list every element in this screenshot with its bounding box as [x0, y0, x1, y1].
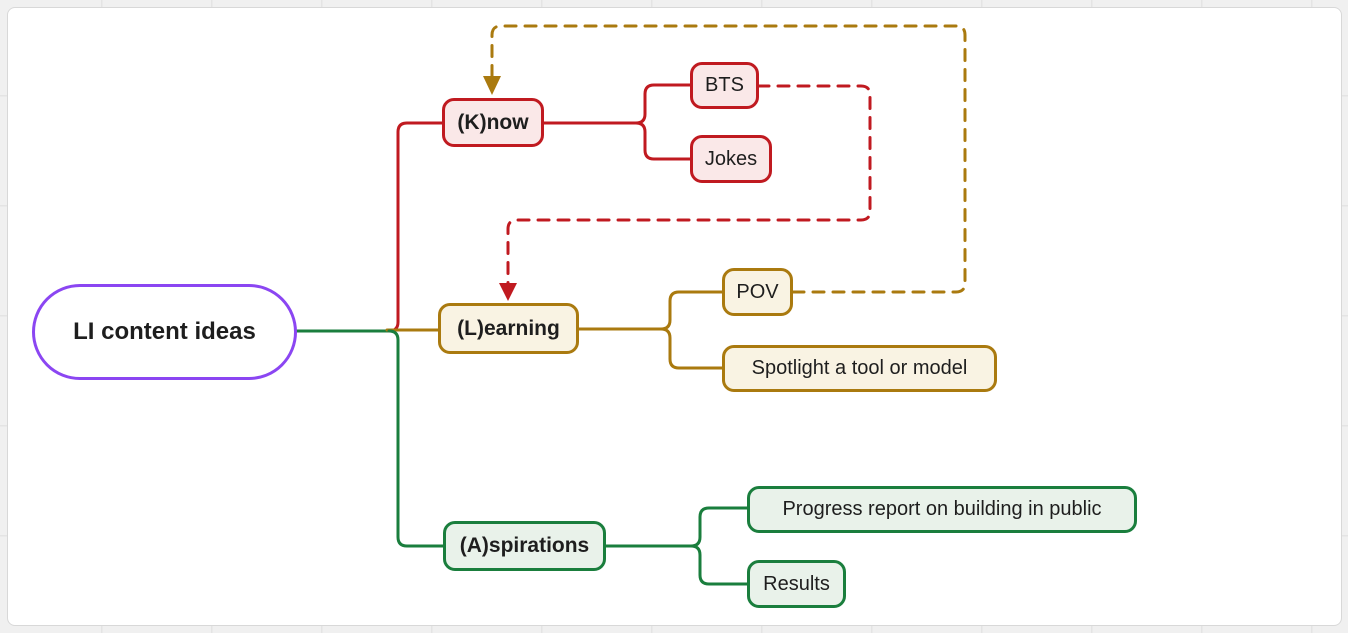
node-jokes-label: Jokes	[704, 147, 758, 170]
node-aspirations-label: (A)spirations	[459, 534, 590, 557]
node-pov-label: POV	[736, 280, 779, 303]
node-progress-report-label: Progress report on building in public	[782, 498, 1102, 520]
node-spotlight[interactable]: Spotlight a tool or model	[722, 345, 997, 392]
node-aspirations[interactable]: (A)spirations	[443, 521, 606, 571]
node-know-label: (K)now	[457, 110, 529, 134]
node-results[interactable]: Results	[747, 560, 846, 608]
node-bts[interactable]: BTS	[690, 62, 759, 109]
node-spotlight-label: Spotlight a tool or model	[751, 357, 968, 379]
node-root[interactable]: LI content ideas	[32, 284, 297, 380]
node-results-label: Results	[763, 572, 830, 595]
node-root-label: LI content ideas	[73, 318, 256, 345]
node-know[interactable]: (K)now	[442, 98, 544, 147]
node-learning-label: (L)earning	[457, 316, 560, 340]
node-progress-report[interactable]: Progress report on building in public	[747, 486, 1137, 533]
node-pov[interactable]: POV	[722, 268, 793, 316]
node-jokes[interactable]: Jokes	[690, 135, 772, 183]
node-bts-label: BTS	[705, 74, 744, 96]
node-learning[interactable]: (L)earning	[438, 303, 579, 354]
